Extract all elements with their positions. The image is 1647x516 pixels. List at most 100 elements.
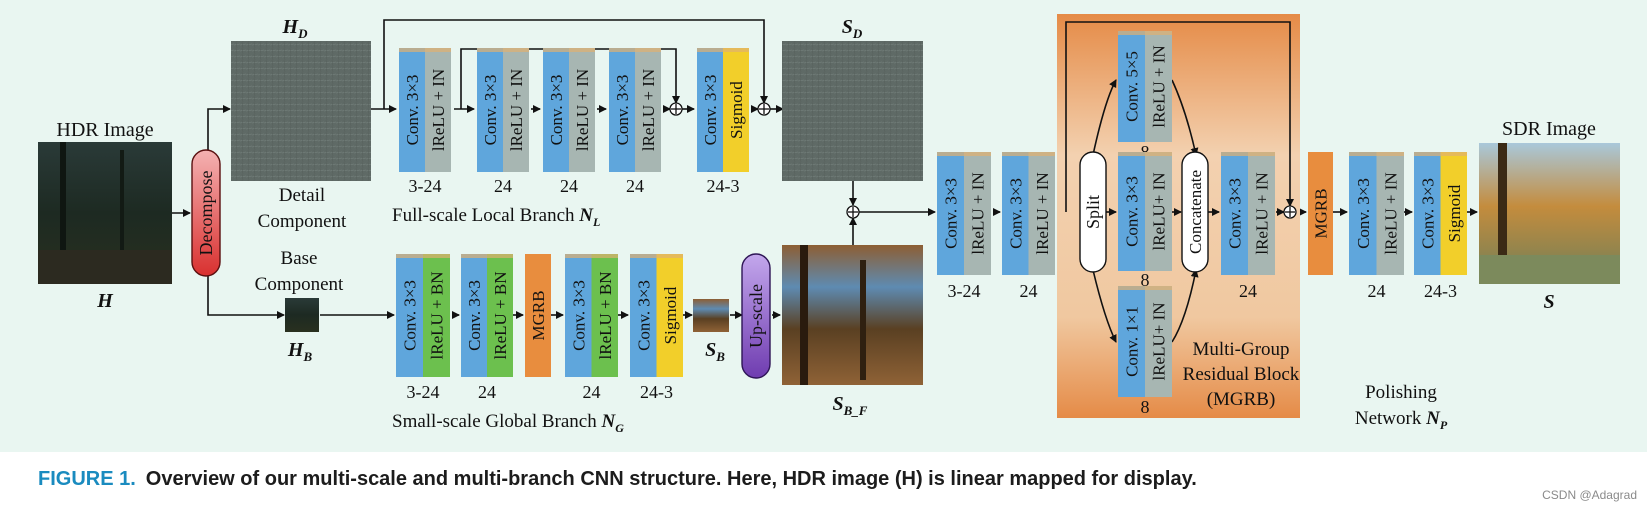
- decompose-block: Decompose: [191, 149, 221, 277]
- watermark: CSDN @Adagrad: [1542, 488, 1637, 502]
- conv-label: Conv. 3×3: [942, 178, 961, 249]
- split-label: Split: [1083, 195, 1103, 229]
- decompose-label: Decompose: [196, 171, 216, 256]
- conv-label: Conv. 3×3: [613, 75, 632, 146]
- caption-text: Overview of our multi-scale and multi-br…: [145, 468, 1197, 490]
- diagram-canvas: HDR Image H Decompose HD Detail Componen…: [0, 0, 1647, 452]
- norm-label: lReLU + BN: [428, 272, 447, 360]
- norm-label: lReLU + IN: [1150, 45, 1169, 127]
- full-scale-branch-label: Full-scale Local Branch NL: [392, 205, 600, 229]
- small-scale-layer-2: Conv. 3×3 lReLU + BN 24: [461, 254, 513, 402]
- norm-label: lReLU + BN: [491, 272, 510, 360]
- channel-label: 24: [1020, 281, 1038, 301]
- sdr-image-title: SDR Image: [1502, 118, 1596, 140]
- full-scale-layer-1: Conv. 3×3 lReLU + IN 3-24: [399, 48, 451, 196]
- hdr-image-label: H: [96, 290, 114, 312]
- polishing-mgrb: MGRB: [1308, 152, 1333, 275]
- conv-label: Conv. 3×3: [1123, 176, 1142, 247]
- channel-label: 24: [583, 382, 601, 402]
- full-scale-layer-5: Conv. 3×3 Sigmoid 24-3: [697, 48, 749, 196]
- conv-label: Conv. 3×3: [481, 75, 500, 146]
- figure-caption: FIGURE 1. Overview of our multi-scale and…: [38, 468, 1197, 491]
- conv-label: Conv. 3×3: [403, 75, 422, 146]
- norm-label: lReLU + IN: [1381, 172, 1400, 254]
- sbf-image: [782, 245, 923, 385]
- split-block: Split: [1079, 151, 1107, 273]
- channel-label: 24: [1239, 281, 1257, 301]
- detail-component-image: [231, 41, 371, 181]
- norm-label: Sigmoid: [727, 81, 746, 139]
- sb-image: [693, 299, 729, 332]
- channel-label: 24: [478, 382, 496, 402]
- norm-label: lReLU + IN: [507, 69, 526, 151]
- mgrb-label: MGRB: [529, 290, 548, 340]
- base-component-label-2: Component: [255, 274, 344, 295]
- hb-label: HB: [287, 339, 313, 364]
- upscale-label: Up-scale: [746, 284, 766, 348]
- channel-label: 24: [494, 176, 512, 196]
- conv-label: Conv. 3×3: [1226, 178, 1245, 249]
- sbf-label: SB_F: [833, 393, 868, 418]
- channel-label: 24-3: [707, 176, 740, 196]
- norm-label: lReLU + IN: [429, 69, 448, 151]
- conv-label: Conv. 3×3: [1418, 178, 1437, 249]
- upscale-block: Up-scale: [741, 253, 771, 379]
- conv-label: Conv. 3×3: [701, 75, 720, 146]
- base-component-label-1: Base: [281, 248, 318, 269]
- hd-label: HD: [282, 16, 309, 41]
- sb-label: SB: [705, 339, 725, 364]
- polishing-layer-1: Conv. 3×3 lReLU + IN 24: [1349, 152, 1404, 301]
- hdr-image-title: HDR Image: [56, 119, 153, 141]
- sdr-image-label: S: [1543, 291, 1554, 313]
- channel-label: 8: [1141, 270, 1150, 290]
- fusion-layer-2: Conv. 3×3 lReLU + IN 24: [1002, 152, 1055, 301]
- norm-label: lReLU + IN: [1033, 172, 1052, 254]
- conv-label: Conv. 3×3: [1006, 178, 1025, 249]
- concatenate-label: Concatenate: [1186, 170, 1205, 254]
- full-scale-layer-2: Conv. 3×3 lReLU + IN 24: [477, 48, 529, 196]
- mgrb-title-1: Multi-Group: [1192, 339, 1289, 360]
- norm-label: Sigmoid: [661, 286, 680, 344]
- detail-component-label-1: Detail: [279, 185, 325, 206]
- conv-label: Conv. 3×3: [401, 280, 420, 351]
- mgrb-mid-layer: Conv. 3×3 lReLU+ IN 8: [1118, 152, 1172, 290]
- conv-label: Conv. 3×3: [569, 280, 588, 351]
- conv-label: Conv. 3×3: [634, 280, 653, 351]
- polishing-label-1: Polishing: [1365, 382, 1437, 403]
- conv-label: Conv. 3×3: [547, 75, 566, 146]
- detail-component-label-2: Component: [258, 211, 347, 232]
- channel-label: 3-24: [948, 281, 981, 301]
- conv-label: Conv. 5×5: [1123, 51, 1142, 122]
- small-scale-branch-label: Small-scale Global Branch NG: [392, 411, 624, 435]
- sdr-image: [1479, 143, 1620, 284]
- sd-label: SD: [842, 16, 863, 41]
- norm-label: lReLU+ IN: [1150, 302, 1169, 380]
- mgrb-title-2: Residual Block: [1183, 364, 1300, 385]
- mgrb-label: MGRB: [1312, 188, 1331, 238]
- conv-label: Conv. 3×3: [465, 280, 484, 351]
- polishing-label-2: Network NP: [1355, 408, 1448, 432]
- channel-label: 3-24: [409, 176, 442, 196]
- channel-label: 3-24: [407, 382, 440, 402]
- channel-label: 24-3: [1424, 281, 1457, 301]
- norm-label: lReLU + IN: [969, 172, 988, 254]
- conv-label: Conv. 1×1: [1123, 306, 1142, 377]
- conv-label: Conv. 3×3: [1354, 178, 1373, 249]
- norm-label: lReLU+ IN: [1150, 172, 1169, 250]
- channel-label: 24: [626, 176, 644, 196]
- small-scale-layer-4: Conv. 3×3 lReLU + BN 24: [565, 254, 618, 402]
- fusion-layer-1: Conv. 3×3 lReLU + IN 3-24: [937, 152, 991, 301]
- concatenate-block: Concatenate: [1181, 151, 1209, 273]
- figure-number: FIGURE 1.: [38, 468, 136, 490]
- norm-label: lReLU + IN: [573, 69, 592, 151]
- base-component-image: [285, 298, 319, 332]
- channel-label: 24: [1368, 281, 1386, 301]
- norm-label: lReLU + BN: [596, 272, 615, 360]
- network-diagram: HDR Image H Decompose HD Detail Componen…: [38, 14, 1620, 435]
